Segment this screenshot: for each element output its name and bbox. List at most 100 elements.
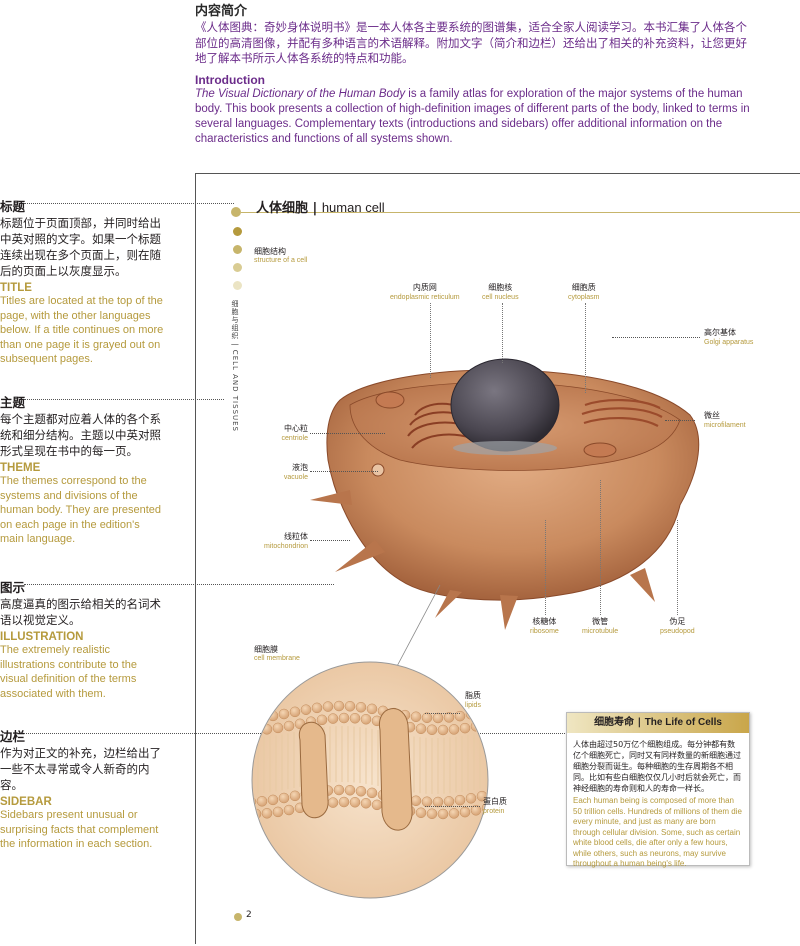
lipid-head — [344, 700, 356, 712]
lipid-head — [410, 795, 422, 807]
lipid-head — [338, 796, 350, 808]
section-label-en: structure of a cell — [254, 257, 308, 264]
lipid-head — [235, 713, 245, 723]
label-cell-nucleus: 细胞核 cell nucleus — [482, 283, 519, 302]
lipid-head — [349, 712, 361, 724]
leader-vacuole — [310, 471, 378, 472]
intro-book-title: The Visual Dictionary of the Human Body — [195, 87, 406, 100]
label-zh: 蛋白质 — [483, 797, 507, 806]
lipid-head — [366, 703, 378, 715]
sidebar-text-zh: 人体由超过50万亿个细胞组成。每分钟都有数亿个细胞死亡，同时又有同样数量的新细胞… — [573, 740, 741, 793]
lipid-head — [459, 722, 471, 734]
label-zh: 细胞质 — [571, 283, 596, 292]
label-zh: 高尔基体 — [704, 328, 736, 337]
lipid-head — [235, 797, 245, 807]
label-zh: 液泡 — [292, 463, 308, 472]
lipid-head — [415, 723, 427, 735]
side-dot — [233, 263, 242, 272]
label-en: mitochondrion — [264, 543, 308, 550]
lipid-head — [278, 708, 290, 720]
label-zh: 核糖体 — [532, 617, 557, 626]
note-title-zh: 边栏 — [0, 729, 26, 744]
note-title-en: SIDEBAR — [0, 796, 52, 808]
note-title-zh: 标题 — [0, 199, 26, 214]
note-title-zh: 图示 — [0, 580, 26, 595]
label-cytoplasm: 细胞质 cytoplasm — [568, 283, 600, 302]
cell-body — [310, 358, 700, 630]
side-dot — [233, 281, 242, 290]
lipid-head — [349, 796, 361, 808]
leader-line-theme — [24, 399, 224, 400]
lipid-head — [333, 700, 345, 712]
label-en: centriole — [281, 435, 308, 442]
label-en: pseudopod — [660, 628, 695, 635]
page-title-sep: | — [308, 201, 322, 216]
leader-protein — [425, 806, 480, 807]
leader-microfilament — [665, 420, 695, 421]
label-en: ribosome — [530, 628, 559, 635]
lipid-head — [289, 706, 301, 718]
label-en: lipids — [465, 702, 481, 709]
label-lipids: 脂质 lipids — [465, 691, 481, 710]
lipid-head — [283, 720, 295, 732]
side-dot — [233, 227, 242, 236]
lipid-head — [338, 712, 350, 724]
lipid-head — [465, 793, 477, 804]
page-title-en: human cell — [321, 200, 385, 215]
lipid-head — [327, 713, 339, 724]
label-golgi-apparatus: 高尔基体 Golgi apparatus — [704, 328, 753, 347]
leader-nucleus — [502, 303, 503, 363]
label-zh: 线粒体 — [284, 532, 308, 541]
lipid-head — [355, 785, 367, 797]
page-number: 2 — [246, 910, 252, 920]
leader-centriole — [310, 433, 385, 434]
label-vacuole: 液泡 vacuole — [270, 463, 308, 482]
leader-cytoplasm — [585, 303, 586, 393]
leader-lipids — [425, 713, 460, 714]
section-label-zh: 细胞结构 — [254, 247, 286, 256]
lipid-head — [240, 809, 250, 819]
label-centriole: 中心粒 centriole — [270, 424, 308, 443]
leader-mitochondrion — [310, 540, 350, 541]
lipid-head — [432, 712, 444, 724]
lipid-head — [261, 808, 273, 819]
note-text-en: The extremely realistic illustrations co… — [0, 644, 137, 700]
label-zh: 伪足 — [669, 617, 686, 626]
lipid-head — [459, 806, 471, 818]
lipid-head — [289, 790, 301, 802]
lipid-head — [355, 701, 367, 713]
label-pseudopod: 伪足 pseudopod — [660, 617, 695, 636]
side-dot — [233, 245, 242, 254]
note-text-en: Sidebars present unusual or surprising f… — [0, 809, 159, 850]
label-en: cell nucleus — [482, 294, 519, 301]
note-text-zh: 作为对正文的补充，边栏给出了一些不太寻常或令人新奇的内容。 — [0, 746, 161, 792]
lipid-head — [437, 724, 449, 736]
lipid-head — [344, 784, 356, 796]
note-text-zh: 高度逼真的图示给相关的名词术语以视觉定义。 — [0, 597, 161, 627]
intro-title-en: Introduction — [195, 72, 265, 87]
leader-golgi — [612, 337, 700, 338]
sidebar-text-en: Each human being is composed of more tha… — [573, 796, 742, 868]
intro-text-zh: 《人体图典：奇妙身体说明书》是一本人体各主要系统的图谱集，适合全家人阅读学习。本… — [195, 20, 747, 65]
vertical-theme-label: 细胞与组织 | CELL AND TISSUES — [231, 300, 239, 433]
sample-page-frame — [195, 173, 800, 944]
note-text-en: Titles are located at the top of the pag… — [0, 295, 164, 365]
membrane-label-en: cell membrane — [254, 655, 300, 662]
lipid-head — [256, 712, 268, 723]
label-ribosome: 核糖体 ribosome — [530, 617, 559, 636]
label-zh: 微丝 — [704, 411, 720, 420]
page-title-zh: 人体细胞 — [256, 201, 309, 216]
note-title-zh: 主题 — [0, 395, 26, 410]
lipid-head — [443, 796, 455, 807]
label-zh: 中心粒 — [284, 424, 308, 433]
lipid-head — [322, 701, 334, 712]
lipid-head — [272, 722, 284, 734]
lipid-head — [421, 712, 433, 724]
lipid-head — [426, 724, 438, 736]
label-zh: 细胞核 — [488, 283, 513, 292]
lipid-head — [300, 704, 312, 715]
lipid-head — [316, 714, 328, 726]
leader-ribosome — [545, 520, 546, 615]
label-zh: 微管 — [592, 617, 609, 626]
sidebar-title-sep: | — [634, 717, 645, 728]
